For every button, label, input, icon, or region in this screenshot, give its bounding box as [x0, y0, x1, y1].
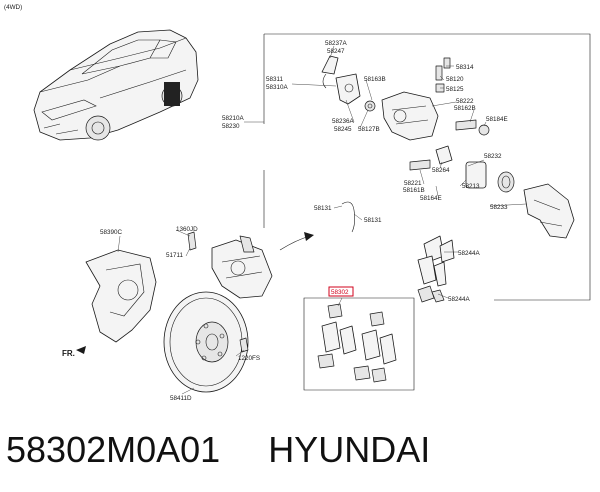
label-58302: 58302 [331, 289, 349, 296]
front-arrow-icon [76, 346, 86, 354]
label-58236A: 58236A [332, 118, 355, 125]
label-58264: 58264 [432, 167, 450, 174]
label-58131-b: 58131 [364, 217, 382, 224]
dust-shield [85, 249, 157, 343]
pad-kit-box [303, 297, 415, 391]
label-58244A-b: 58244A [448, 296, 471, 303]
label-58210A: 58210A [222, 115, 245, 122]
label-58164E: 58164E [420, 195, 442, 202]
label-58314: 58314 [456, 64, 474, 71]
label-58311: 58311 [266, 76, 284, 83]
label-58411D: 58411D [170, 395, 192, 402]
variant-label: (4WD) [4, 4, 22, 11]
label-58120: 58120 [446, 76, 464, 83]
parts-diagram: (4WD) [4, 4, 591, 402]
product-caption: 58302M0A01 HYUNDAI [6, 422, 596, 482]
upper-caliper-parts [321, 55, 575, 239]
label-58310A: 58310A [266, 84, 289, 91]
label-51711: 51711 [166, 252, 184, 259]
label-58244A-a: 58244A [458, 250, 481, 257]
caliper-assembly-frame [244, 33, 591, 301]
pad-set-upper [417, 235, 455, 303]
highlight-box-58302 [328, 286, 354, 297]
label-front: FR. [62, 349, 75, 358]
label-1360JD: 1360JD [176, 226, 198, 233]
highlight-wheel-area [164, 82, 180, 106]
brand-name: HYUNDAI [268, 429, 431, 470]
label-58230: 58230 [222, 123, 240, 130]
label-58162B: 58162B [454, 105, 476, 112]
label-58247: 58247 [327, 48, 345, 55]
label-58184E: 58184E [486, 116, 508, 123]
label-58232: 58232 [484, 153, 502, 160]
label-58221: 58221 [404, 180, 422, 187]
label-58233: 58233 [490, 204, 508, 211]
part-number: 58302M0A01 [6, 429, 221, 470]
label-58163B: 58163B [364, 76, 386, 83]
disc-screw [239, 337, 249, 353]
label-58131-a: 58131 [314, 205, 332, 212]
label-58390C: 58390C [100, 229, 123, 236]
label-58213: 58213 [462, 183, 480, 190]
label-58161B: 58161B [403, 187, 425, 194]
pointer-arrow-head [304, 232, 314, 241]
leader-lines [117, 45, 527, 395]
label-58125: 58125 [446, 86, 464, 93]
label-58127B: 58127B [358, 126, 380, 133]
vehicle-illustration [33, 29, 199, 141]
label-58237A: 58237A [325, 40, 348, 47]
label-1220FS: 1220FS [238, 355, 260, 362]
caliper-assembly [211, 235, 273, 299]
label-58222: 58222 [456, 98, 474, 105]
label-58245: 58245 [334, 126, 352, 133]
hub-bolt [175, 229, 197, 251]
brake-disc [163, 291, 249, 393]
